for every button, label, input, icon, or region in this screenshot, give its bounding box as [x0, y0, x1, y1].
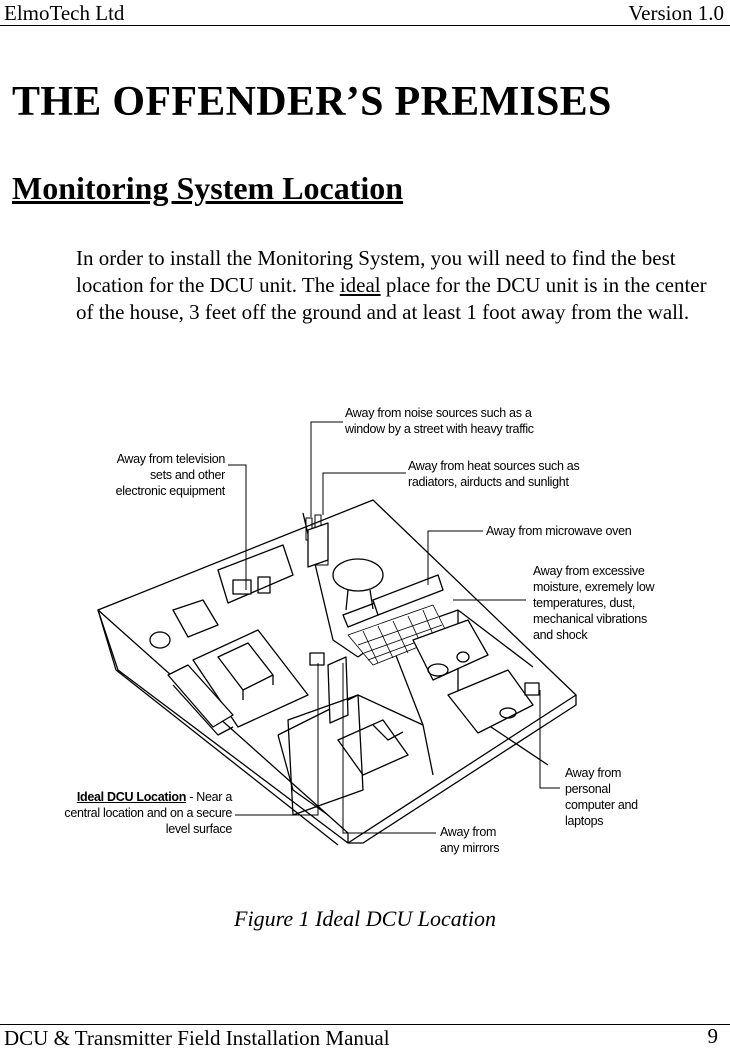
label-moisture-line1: Away from excessive: [533, 564, 645, 578]
page-number: 9: [707, 1024, 719, 1048]
label-tv-line1: Away from television: [116, 452, 226, 466]
label-ideal-heading: Ideal DCU Location: [76, 790, 187, 804]
label-moisture-line2: moisture, exremely low: [533, 580, 655, 594]
figure-caption: Figure 1 Ideal DCU Location: [234, 906, 496, 931]
header-rule: [0, 25, 730, 26]
label-heat-line1: Away from heat sources such as: [408, 459, 580, 473]
label-moisture-line3: temperatures, dust,: [533, 596, 635, 610]
label-ideal-line3: level surface: [165, 822, 233, 836]
page-title: THE OFFENDER’S PREMISES: [12, 79, 612, 125]
intro-paragraph: In order to install the Monitoring Syste…: [76, 245, 726, 326]
label-ideal-line2: central location and on a secure: [64, 806, 232, 820]
label-moisture: Away from excessive moisture, exremely l…: [533, 563, 655, 643]
label-heat-line2: radiators, airducts and sunlight: [408, 475, 569, 489]
label-mirrors: Away from any mirrors: [440, 824, 500, 856]
label-noise-line2: window by a street with heavy traffic: [345, 422, 534, 436]
paragraph-part1: In order to install the Monitoring Syste…: [76, 246, 676, 297]
label-pc-line2: personal: [565, 782, 611, 796]
label-ideal-suffix: - Near a: [186, 790, 232, 804]
label-television: Away from television sets and other elec…: [78, 451, 226, 499]
label-heat-sources: Away from heat sources such as radiators…: [408, 458, 580, 490]
label-mirror-line1: Away from: [440, 825, 497, 839]
label-pc-line4: laptops: [565, 814, 604, 828]
label-ideal-dcu-location: Ideal DCU Location - Near a central loca…: [28, 789, 232, 837]
label-pc-line1: Away from: [565, 766, 622, 780]
header-version: Version 1.0: [628, 1, 724, 25]
section-heading: Monitoring System Location: [12, 170, 404, 206]
footer-manual-title: DCU & Transmitter Field Installation Man…: [4, 1026, 390, 1050]
label-personal-computer: Away from personal computer and laptops: [565, 765, 638, 829]
label-noise-line1: Away from noise sources such as a: [345, 406, 532, 420]
label-microwave: Away from microwave oven: [486, 523, 632, 539]
floorplan-illustration: [97, 421, 577, 846]
label-tv-line2: sets and other: [149, 468, 225, 482]
paragraph-part2: place for the DCU unit is in the center …: [76, 273, 707, 324]
paragraph-emphasis: ideal: [339, 273, 381, 297]
label-pc-line3: computer and: [565, 798, 638, 812]
footer-rule: [0, 1024, 730, 1025]
label-ideal-line1: Ideal DCU Location - Near a: [28, 789, 232, 805]
header-company: ElmoTech Ltd: [4, 1, 125, 25]
label-tv-line3: electronic equipment: [115, 484, 226, 498]
label-mirror-line2: any mirrors: [440, 841, 500, 855]
label-moisture-line5: and shock: [533, 628, 588, 642]
label-microwave-line1: Away from microwave oven: [486, 524, 632, 538]
label-moisture-line4: mechanical vibrations: [533, 612, 647, 626]
label-noise-sources: Away from noise sources such as a window…: [345, 405, 534, 437]
house-floorplan-figure: Away from noise sources such as a window…: [28, 395, 718, 865]
